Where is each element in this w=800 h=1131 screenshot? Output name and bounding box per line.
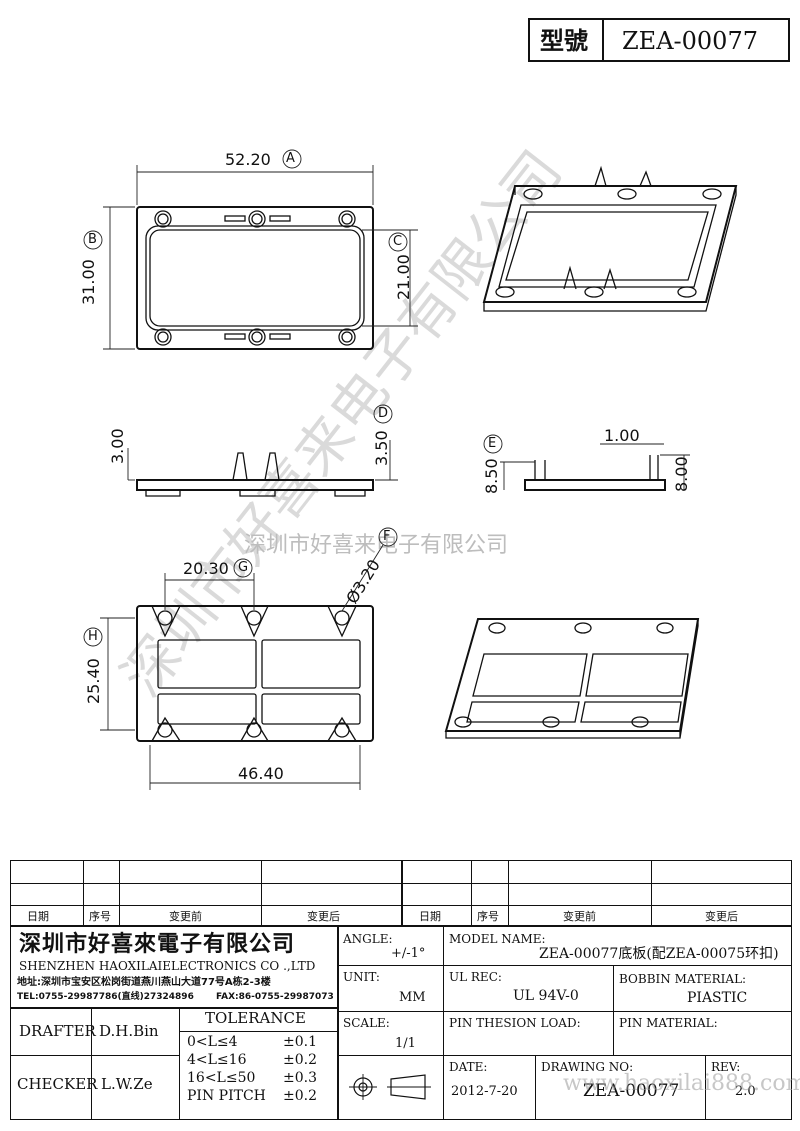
dim-bottom: 46.40: [238, 764, 284, 783]
rev-header-no-2: 序号: [477, 910, 499, 923]
company-name-en: SHENZHEN HAOXILAIELECTRONICS CO .,LTD: [19, 959, 316, 973]
top-view: [103, 165, 418, 350]
side-view-right: [500, 443, 690, 491]
checker-label: CHECKER: [17, 1075, 98, 1093]
tolerance-value-4: ±0.2: [283, 1088, 317, 1104]
projection-symbol-icon: [349, 1074, 431, 1100]
dim-c-tag: C: [393, 234, 403, 249]
watermark-site: www.haoxilai888.com: [563, 1071, 800, 1096]
revision-table: 日期 序号 变更前 变更后 日期 序号 变更前 变更后: [10, 860, 792, 927]
drafter-value: D.H.Bin: [99, 1022, 159, 1040]
rev-header-date-2: 日期: [419, 910, 441, 923]
date-value: 2012-7-20: [451, 1084, 518, 1099]
bobbin-material-value: PIASTIC: [687, 990, 748, 1006]
model-label: 型號: [540, 26, 588, 55]
company-address: 地址:深圳市宝安区松岗街道燕川燕山大道77号A栋2-3楼: [17, 977, 271, 988]
rev-header-before-2: 变更前: [563, 910, 596, 923]
dim-g: 20.30: [183, 559, 229, 578]
dim-d-tag: D: [378, 406, 389, 421]
isometric-view-top: [482, 165, 738, 312]
drafter-label: DRAFTER: [19, 1022, 96, 1040]
dim-h-tag: H: [88, 629, 98, 644]
rev-header-after-1: 变更后: [307, 910, 340, 923]
tolerance-range-3: 16<L≤50: [187, 1070, 256, 1086]
tolerance-range-2: 4<L≤16: [187, 1052, 247, 1068]
model-box: 型號 ZEA-00077: [528, 18, 790, 62]
angle-label: ANGLE:: [343, 932, 393, 946]
ul-rec-value: UL 94V-0: [513, 988, 579, 1004]
drawing-no-value: ZEA-00077: [583, 1081, 680, 1101]
scale-value: 1/1: [395, 1036, 416, 1051]
drawing-no-label: DRAWING NO:: [541, 1060, 634, 1074]
technical-drawing: .ln { stroke:#111; fill:none; stroke-wid…: [83, 139, 738, 790]
bobbin-material-label: BOBBIN MATERIAL:: [619, 972, 747, 986]
dim-d: 3.50: [372, 430, 391, 466]
angle-value: +/-1°: [391, 946, 426, 961]
watermark-horizontal: 深圳市好喜来电子有限公司: [244, 533, 508, 558]
rev-header-after-2: 变更后: [705, 910, 738, 923]
dim-e-right: 8.00: [672, 456, 691, 492]
dim-f-tag: F: [383, 529, 391, 544]
dim-d-left: 3.00: [108, 428, 127, 464]
dim-b-tag: B: [88, 232, 97, 247]
tolerance-value-1: ±0.1: [283, 1034, 317, 1050]
dim-g-tag: G: [238, 560, 249, 575]
tolerance-value-2: ±0.2: [283, 1052, 317, 1068]
model-value: ZEA-00077: [622, 27, 758, 55]
tolerance-title: TOLERANCE: [205, 1009, 306, 1027]
tolerance-range-4: PIN PITCH: [187, 1088, 266, 1104]
tolerance-value-3: ±0.3: [283, 1070, 317, 1086]
dim-b: 31.00: [79, 259, 98, 305]
dim-a: 52.20: [225, 150, 271, 169]
dim-a-tag: A: [286, 151, 295, 166]
side-view-left: [127, 440, 398, 497]
rev-header-no-1: 序号: [89, 910, 111, 923]
pin-tension-label: PIN THESION LOAD:: [449, 1016, 581, 1030]
company-fax: FAX:86-0755-29987073: [216, 992, 334, 1002]
isometric-view-bottom: [444, 618, 700, 739]
dim-e-top: 1.00: [604, 426, 640, 445]
dim-e: 8.50: [482, 458, 501, 494]
model-name-label: MODEL NAME:: [449, 932, 546, 946]
tolerance-range-1: 0<L≤4: [187, 1034, 238, 1050]
bottom-view: [100, 544, 384, 790]
dim-e-tag: E: [488, 436, 497, 451]
unit-value: MM: [399, 990, 426, 1005]
model-name-value: ZEA-00077底板(配ZEA-00075环扣): [539, 946, 779, 962]
rev-value: 2.0: [735, 1084, 756, 1099]
company-tel: TEL:0755-29987786(直线)27324896: [17, 992, 194, 1002]
rev-label: REV:: [711, 1060, 741, 1074]
checker-value: L.W.Ze: [101, 1075, 153, 1093]
scale-label: SCALE:: [343, 1016, 390, 1030]
rev-header-date-1: 日期: [27, 910, 49, 923]
dim-c: 21.00: [394, 254, 413, 300]
ul-rec-label: UL REC:: [449, 970, 502, 984]
rev-header-before-1: 变更前: [169, 910, 202, 923]
title-block: 深圳市好喜來電子有限公司 SHENZHEN HAOXILAIELECTRONIC…: [10, 926, 800, 1120]
pin-material-label: PIN MATERIAL:: [619, 1016, 718, 1030]
dim-h: 25.40: [84, 658, 103, 704]
unit-label: UNIT:: [343, 970, 380, 984]
date-label: DATE:: [449, 1060, 488, 1074]
company-name-cn: 深圳市好喜來電子有限公司: [19, 931, 296, 957]
